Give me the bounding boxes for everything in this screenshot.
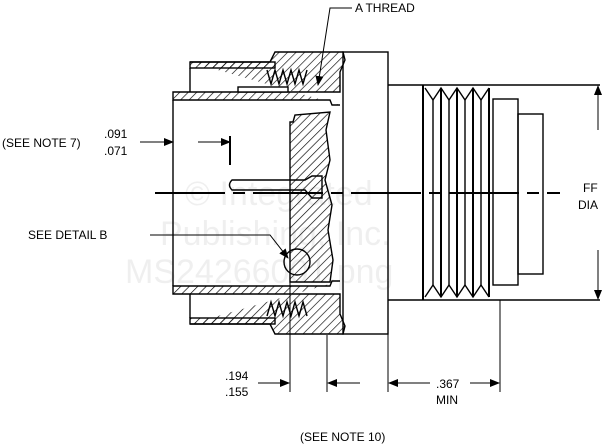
- dim-071: .071: [104, 144, 128, 158]
- connector-body: [172, 51, 600, 335]
- min-label: MIN: [436, 393, 458, 407]
- dia-label: DIA: [578, 198, 598, 212]
- a-thread-label: A THREAD: [355, 1, 415, 15]
- dim-367: .367: [436, 377, 460, 391]
- watermark-line-2: Publishing, Inc.: [160, 215, 391, 253]
- see-note-10-label: (SEE NOTE 10): [300, 430, 385, 444]
- ff-label: FF: [583, 181, 598, 195]
- see-detail-b-label: SEE DETAIL B: [28, 228, 107, 242]
- annotations: A THREAD (SEE NOTE 7) .091 .071 SEE DETA…: [2, 1, 598, 444]
- dim-194: .194: [225, 369, 249, 383]
- watermark-line-3: MS24266001.png: [125, 253, 393, 291]
- see-note-7-label: (SEE NOTE 7): [2, 136, 81, 150]
- dim-091: .091: [104, 127, 128, 141]
- dimensions: [140, 7, 602, 392]
- dim-155: .155: [225, 385, 249, 399]
- watermark: © Integrated Publishing, Inc. MS24266001…: [125, 175, 393, 291]
